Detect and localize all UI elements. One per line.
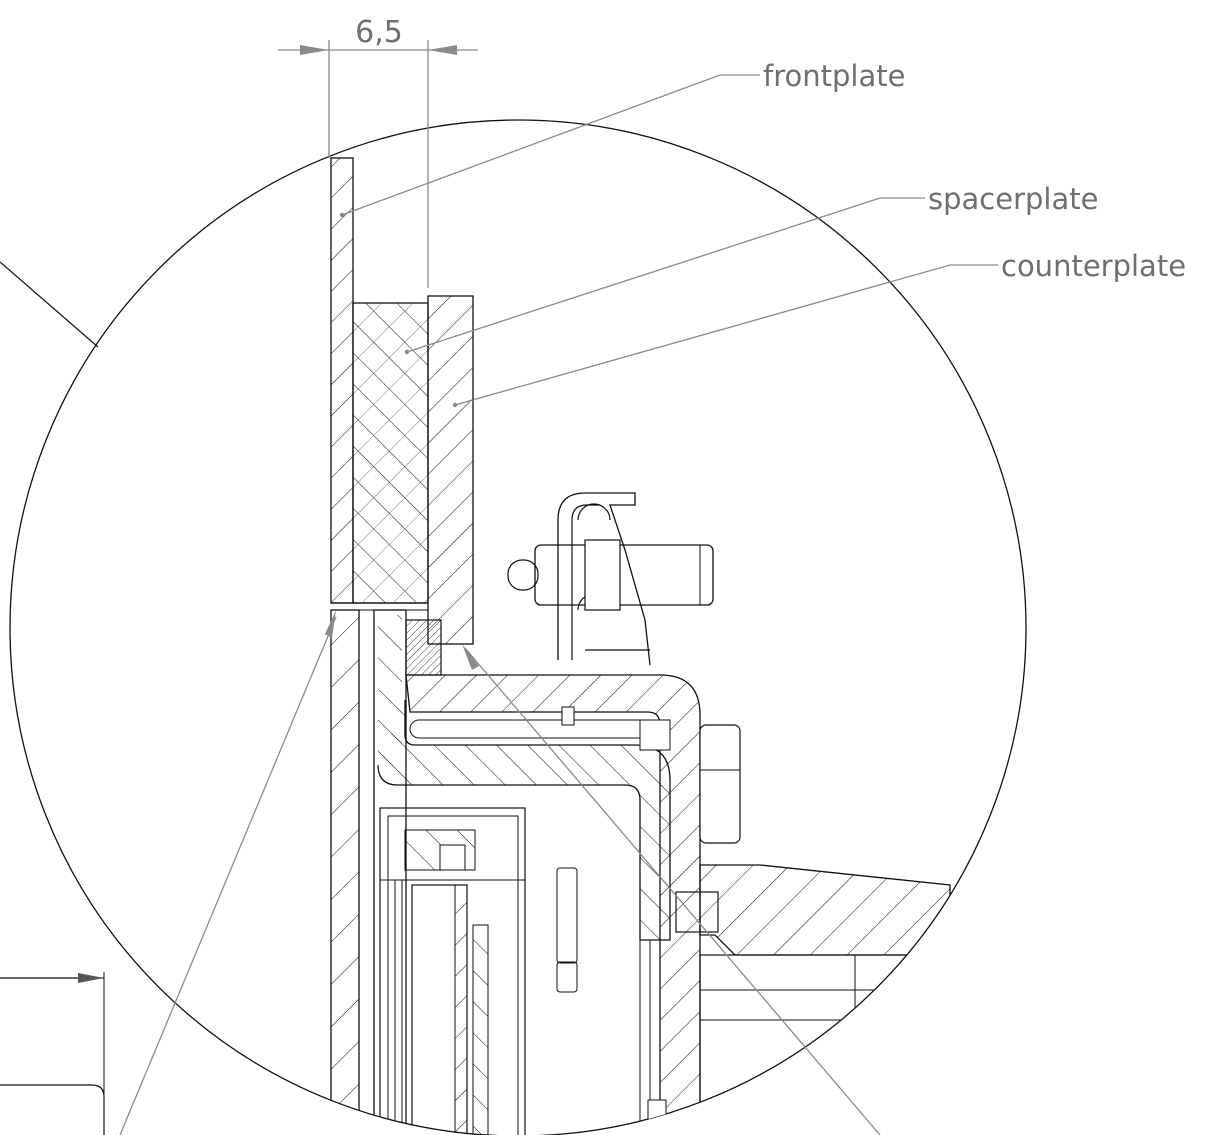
dimension-arrowhead [300,45,329,55]
cassette-wall-hatch [454,884,468,1135]
dimension-6-5: 6,5 [278,15,478,288]
leader-line [341,74,760,216]
gasket-block [405,619,442,676]
counterplate-section [427,295,474,645]
leader-dot [452,402,458,408]
leader-to-gasket [462,644,881,1135]
cassette-slot [556,867,578,964]
cassette-top-cut [439,844,466,871]
leader-line [119,616,337,1135]
frame-rail-inner [373,609,407,1135]
square-nut [675,891,719,933]
channel-slot [409,719,651,739]
latch-clip [557,492,651,666]
latch-pin [534,544,714,606]
leader-arrowhead [325,610,336,638]
leader-line [464,647,881,1135]
frame-rail-left [330,609,360,1135]
outer-part-edge [0,1084,105,1135]
outer-arrowhead [78,973,104,983]
label-frontplate: frontplate [763,59,905,93]
leader-line [454,264,998,406]
latch-pin-body [584,539,621,611]
cassette-slot [556,961,578,993]
spacerplate-hatch-overlay [353,303,428,603]
bent-bracket [405,674,701,1135]
latch-pin-tip [507,559,539,591]
cassette-side [472,924,489,1135]
frontplate-section [330,157,354,604]
leader-dot [339,212,345,218]
callout-frontplate: frontplate [339,59,905,218]
leader-to-frame [119,610,337,1135]
detail-circle [9,119,1027,1135]
callout-counterplate: counterplate [452,249,1186,408]
cassette-inner [387,815,519,1135]
right-frame-lower [699,954,951,1135]
inner-bent-bracket [377,700,671,941]
label-spacerplate: spacerplate [928,182,1098,216]
callout-spacerplate: spacerplate [404,182,1098,355]
leader-dot [404,349,410,355]
section-view [330,157,951,1135]
leader-line [406,197,925,353]
channel-stop [639,719,671,751]
label-counterplate: counterplate [1001,249,1186,283]
dimension-arrowhead [428,45,457,55]
dimension-value: 6,5 [355,15,403,50]
cassette-foot [647,1099,667,1135]
side-block [699,724,741,844]
right-frame-body [699,864,951,956]
channel-pin [561,706,575,726]
leader-arrowhead [462,644,479,670]
section-line [0,261,99,348]
